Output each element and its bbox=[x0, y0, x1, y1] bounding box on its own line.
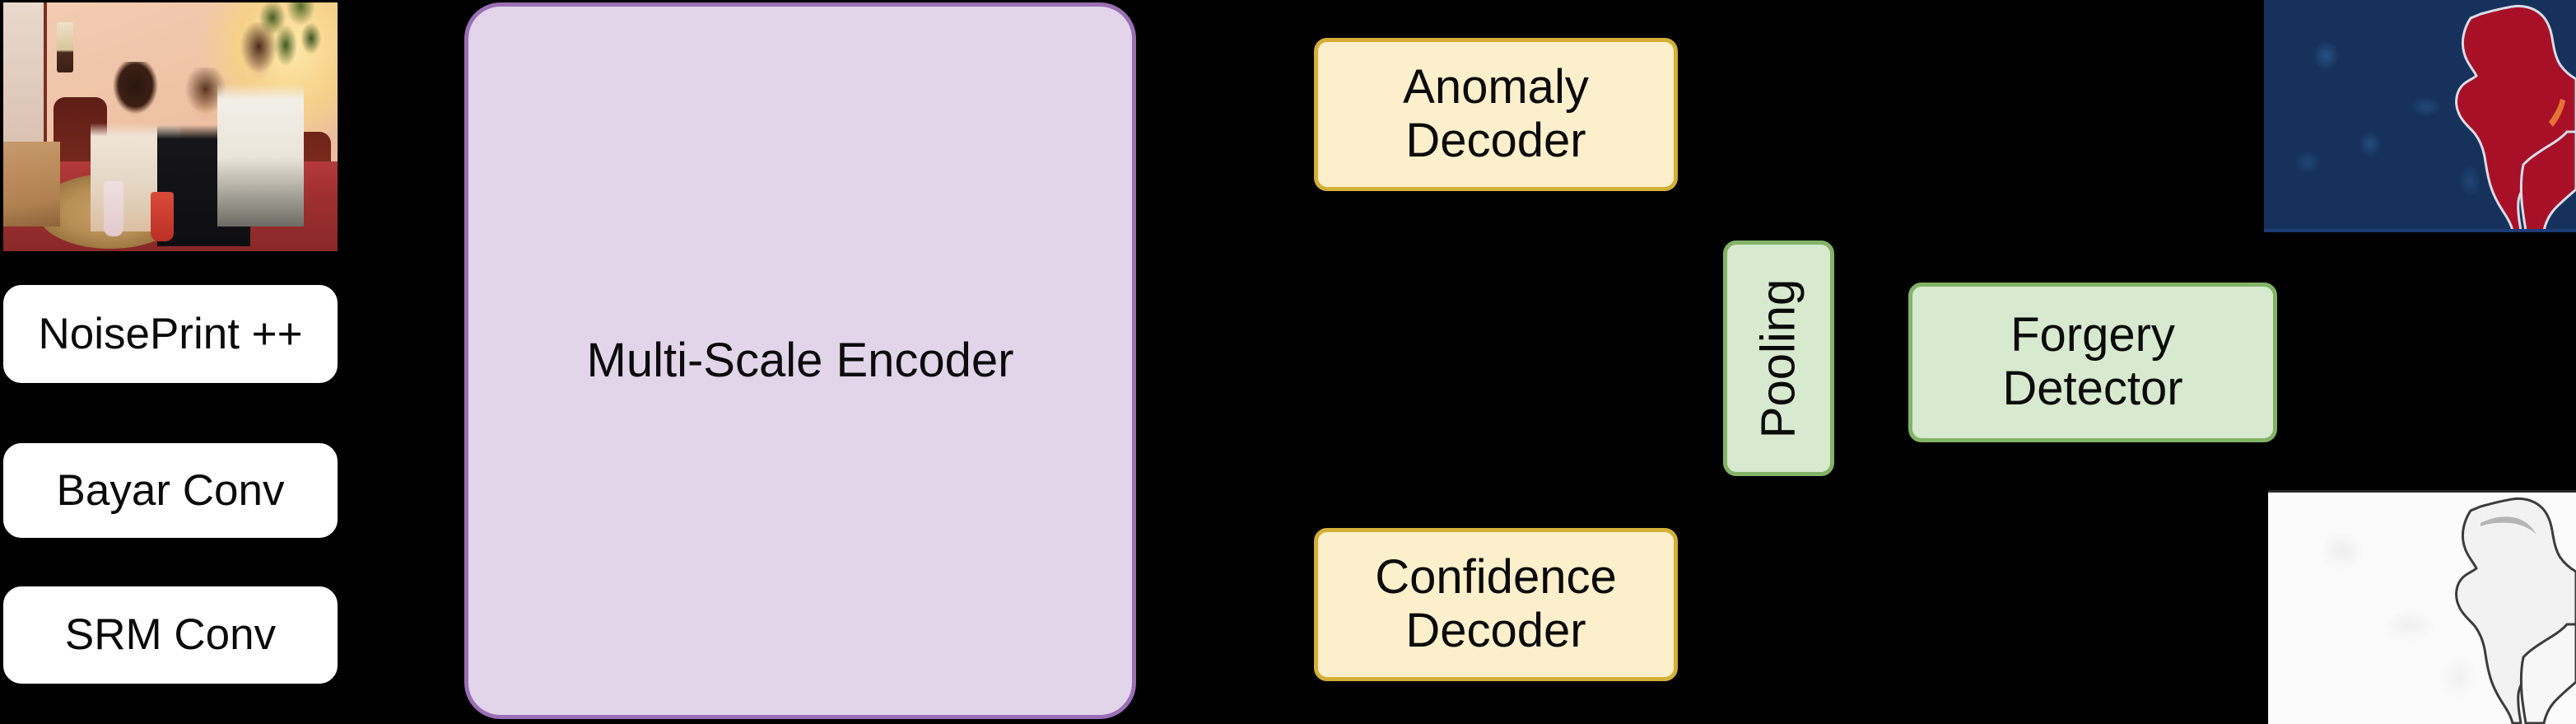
pooling-node[interactable]: Pooling bbox=[1723, 241, 1834, 476]
anomaly-heatmap-output bbox=[2264, 0, 2576, 232]
edge-pooling-to-forgery-detector bbox=[1834, 404, 1908, 408]
anomaly-decoder-node[interactable]: Anomaly Decoder bbox=[1314, 38, 1678, 191]
confidence-decoder-node[interactable]: Confidence Decoder bbox=[1314, 528, 1678, 681]
photo-person-right bbox=[217, 22, 305, 227]
forgery-detector-label: Forgery Detector bbox=[2002, 308, 2183, 415]
multi-scale-encoder-label: Multi-Scale Encoder bbox=[586, 333, 1014, 387]
bayar-conv-label: Bayar Conv bbox=[56, 465, 285, 515]
anomaly-decoder-label: Anomaly Decoder bbox=[1403, 60, 1589, 167]
edge-anomaly-decoder-to-map bbox=[1678, 113, 2264, 116]
srm-conv-node[interactable]: SRM Conv bbox=[3, 586, 338, 684]
multi-scale-encoder-node[interactable]: Multi-Scale Encoder bbox=[464, 2, 1136, 719]
photo-doorframe bbox=[3, 2, 47, 157]
edge-confidence-to-pooling bbox=[1777, 476, 1780, 605]
encoder-left-anchor bbox=[461, 124, 465, 132]
edge-confidence-decoder-to-map bbox=[1678, 605, 2268, 609]
noiseprint-label: NoisePrint ++ bbox=[38, 309, 303, 358]
srm-conv-label: SRM Conv bbox=[64, 610, 277, 660]
edge-srm-to-encoder bbox=[338, 633, 464, 637]
edge-anomaly-to-pooling bbox=[1777, 113, 1780, 241]
photo-glass-left bbox=[103, 181, 124, 236]
edge-bayar-to-encoder bbox=[338, 489, 464, 493]
edge-photo-to-encoder bbox=[338, 125, 464, 128]
noiseprint-node[interactable]: NoisePrint ++ bbox=[3, 285, 338, 383]
forgery-detector-node[interactable]: Forgery Detector bbox=[1908, 283, 2277, 442]
edge-noiseprint-to-encoder bbox=[338, 332, 464, 335]
pooling-label: Pooling bbox=[1751, 278, 1805, 438]
edge-encoder-to-confidence-decoder bbox=[1136, 605, 1309, 609]
confidence-decoder-label: Confidence Decoder bbox=[1375, 550, 1617, 657]
heatmap-silhouette-svg bbox=[2264, 4, 2576, 232]
photo-wall-sconce bbox=[56, 22, 74, 72]
input-photograph bbox=[3, 2, 338, 251]
edge-encoder-to-anomaly-decoder bbox=[1136, 113, 1309, 116]
photo-paper-bag bbox=[3, 142, 61, 227]
confmap-silhouette-svg bbox=[2268, 490, 2576, 724]
confidence-map-output bbox=[2268, 490, 2576, 724]
bayar-conv-node[interactable]: Bayar Conv bbox=[3, 443, 338, 538]
photo-glass-right bbox=[150, 191, 175, 241]
